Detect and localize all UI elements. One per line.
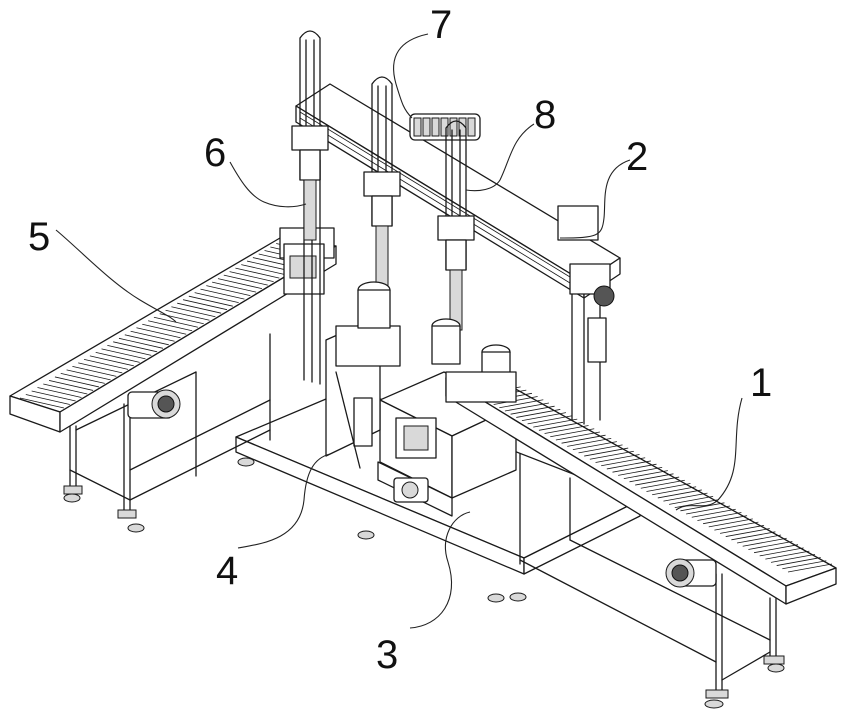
callout-5: 5 xyxy=(28,215,50,259)
callout-4: 4 xyxy=(216,549,238,593)
callout-8: 8 xyxy=(534,93,556,137)
callout-1: 1 xyxy=(750,361,772,405)
left-conveyor-motor xyxy=(128,390,180,418)
cable-chain xyxy=(410,114,480,140)
callout-7: 7 xyxy=(430,3,452,47)
callout-2: 2 xyxy=(626,135,648,179)
callout-3: 3 xyxy=(376,633,398,677)
right-conveyor-motor xyxy=(666,559,716,587)
callout-6: 6 xyxy=(204,131,226,175)
lifting-arm xyxy=(292,31,328,240)
